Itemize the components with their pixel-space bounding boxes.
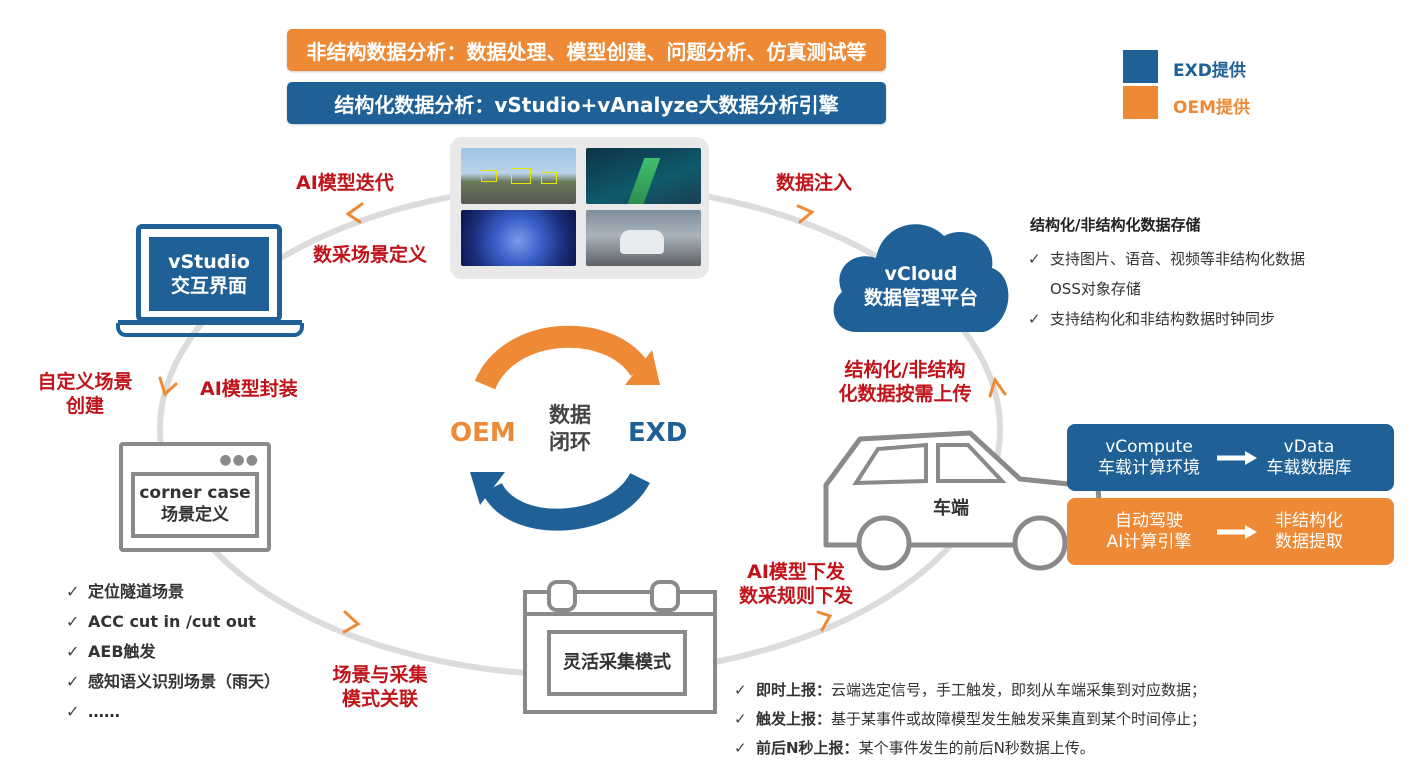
list-item: OSS对象存储 — [1050, 280, 1141, 298]
blue-loop-arrow-icon — [482, 472, 650, 531]
report-mode-list: ✓即时上报：云端选定信号，手工触发，即刻从车端采集到对应数据； ✓触发上报：基于… — [734, 676, 1206, 763]
label-data-inject: 数据注入 — [776, 172, 853, 194]
list-item: ✓ACC cut in /cut out — [66, 607, 280, 637]
right-arrow-icon — [1217, 451, 1257, 465]
center-exd-label: EXD — [628, 418, 688, 448]
label-ai-model-deploy: AI模型下发数采规则下发 — [738, 561, 853, 607]
legend-exd-swatch — [1123, 50, 1158, 83]
laptop-base — [116, 323, 304, 337]
label-custom-scene: 自定义场景创建 — [37, 371, 133, 417]
neural-brain-image — [461, 210, 576, 266]
list-item: ✓支持结构化和非结构数据时钟同步 — [1028, 304, 1305, 334]
hud-road-image — [586, 148, 701, 204]
calendar-label: 灵活采集模式 — [547, 630, 687, 696]
scene-list: ✓定位隧道场景 ✓ACC cut in /cut out ✓AEB触发 ✓感知语… — [66, 577, 280, 727]
check-icon: ✓ — [66, 672, 80, 691]
label-ai-model-iterate: AI模型迭代 — [296, 172, 394, 194]
arrow-chevron-icon — [345, 202, 364, 224]
check-icon: ✓ — [1028, 250, 1041, 268]
center-oem-label: OEM — [450, 418, 516, 448]
check-icon: ✓ — [66, 582, 80, 601]
check-icon: ✓ — [734, 710, 747, 728]
road-detection-image — [461, 148, 576, 204]
legend-oem-label: OEM提供 — [1173, 98, 1250, 118]
list-item: ✓定位隧道场景 — [66, 577, 280, 607]
check-icon: ✓ — [1028, 310, 1041, 328]
label-ai-model-pack: AI模型封装 — [200, 378, 298, 400]
list-item: ✓即时上报：云端选定信号，手工触发，即刻从车端采集到对应数据； — [734, 676, 1206, 705]
arrow-chevron-icon — [988, 376, 1007, 398]
check-icon: ✓ — [66, 702, 80, 721]
orange-loop-arrow-icon — [474, 325, 650, 390]
label-scene-association: 场景与采集模式关联 — [332, 664, 428, 710]
cloud-icon — [833, 224, 1009, 332]
storage-feature-list: ✓支持图片、语音、视频等非结构化数据 OSS对象存储 ✓支持结构化和非结构数据时… — [1028, 244, 1305, 334]
check-icon: ✓ — [734, 739, 747, 757]
unstructured-analysis-banner: 非结构数据分析：数据处理、模型创建、问题分析、仿真测试等 — [287, 29, 886, 71]
autonomous-car-image — [586, 210, 701, 266]
car-label: 车端 — [933, 498, 969, 519]
label-scene-definition: 数采场景定义 — [313, 244, 428, 266]
arrow-chevron-icon — [816, 610, 833, 632]
arrow-chevron-icon — [158, 376, 178, 397]
arrow-chevron-icon — [796, 204, 815, 224]
list-item: ✓…… — [66, 697, 280, 727]
check-icon: ✓ — [734, 681, 747, 699]
legend-exd-label: EXD提供 — [1173, 61, 1246, 81]
storage-title: 结构化/非结构化数据存储 — [1030, 216, 1201, 234]
list-item: ✓触发上报：基于某事件或故障模型发生触发采集直到某个时间停止； — [734, 705, 1206, 734]
structured-analysis-banner: 结构化数据分析：vStudio+vAnalyze大数据分析引擎 — [287, 82, 886, 124]
list-item: ✓AEB触发 — [66, 637, 280, 667]
check-icon: ✓ — [66, 642, 80, 661]
list-item: ✓前后N秒上报：某个事件发生的前后N秒数据上传。 — [734, 734, 1206, 763]
check-icon: ✓ — [66, 612, 80, 631]
legend-oem-swatch — [1123, 86, 1158, 119]
list-item: ✓感知语义识别场景（雨天） — [66, 667, 280, 697]
window-dots-icon: ●●● — [219, 452, 259, 468]
right-arrow-icon — [1217, 525, 1257, 539]
label-on-demand-upload: 结构化/非结构化数据按需上传 — [838, 359, 972, 405]
list-item: ✓支持图片、语音、视频等非结构化数据 — [1028, 244, 1305, 274]
arrow-chevron-icon — [342, 610, 361, 634]
center-loop-label: 数据闭环 — [549, 403, 591, 454]
calendar-icon: 灵活采集模式 — [523, 590, 717, 714]
